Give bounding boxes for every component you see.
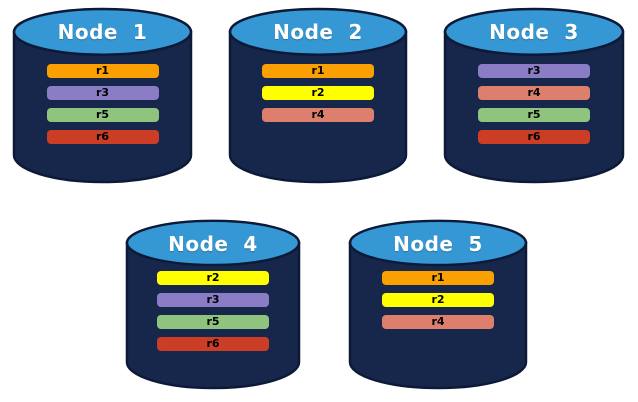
replica-bar-r6: r6 — [46, 130, 159, 144]
node-title: Node 4 — [168, 232, 258, 256]
cylinder-top-shape — [12, 7, 193, 56]
cylinder-top-shape — [348, 219, 528, 267]
replica-bar-r6: r6 — [157, 337, 269, 351]
replica-bar-r3: r3 — [478, 64, 590, 78]
node-title: Node 2 — [273, 20, 363, 44]
replica-bar-r1: r1 — [262, 64, 374, 78]
replica-list: r2 r3 r5 r6 — [157, 271, 269, 351]
replica-bar-r5: r5 — [478, 108, 590, 122]
cylinder-top-shape — [443, 7, 625, 56]
replica-bar-r3: r3 — [157, 293, 269, 307]
replica-bar-r6: r6 — [478, 130, 590, 144]
database-node-1: Node 1 r1 r3 r5 r6 — [12, 3, 193, 184]
database-node-5: Node 5 r1 r2 r4 — [348, 215, 528, 390]
node-title: Node 3 — [489, 20, 579, 44]
replica-bar-r5: r5 — [157, 315, 269, 329]
replica-list: r3 r4 r5 r6 — [478, 64, 590, 144]
cylinder-top-shape — [125, 219, 301, 267]
database-node-2: Node 2 r1 r2 r4 — [228, 3, 408, 184]
replica-bar-r1: r1 — [382, 271, 494, 285]
database-node-4: Node 4 r2 r3 r5 r6 — [125, 215, 301, 390]
replica-bar-r2: r2 — [262, 86, 374, 100]
cylinder-top-shape — [228, 7, 408, 56]
replica-bar-r3: r3 — [46, 86, 159, 100]
replica-list: r1 r2 r4 — [382, 271, 494, 329]
node-title: Node 5 — [393, 232, 483, 256]
replica-bar-r1: r1 — [46, 64, 159, 78]
replica-bar-r4: r4 — [262, 108, 374, 122]
replica-bar-r4: r4 — [382, 315, 494, 329]
database-node-3: Node 3 r3 r4 r5 r6 — [443, 3, 625, 184]
replica-bar-r5: r5 — [46, 108, 159, 122]
replica-bar-r4: r4 — [478, 86, 590, 100]
replica-list: r1 r2 r4 — [262, 64, 374, 122]
replica-bar-r2: r2 — [157, 271, 269, 285]
node-title: Node 1 — [57, 20, 148, 44]
replica-list: r1 r3 r5 r6 — [46, 64, 159, 144]
replica-bar-r2: r2 — [382, 293, 494, 307]
